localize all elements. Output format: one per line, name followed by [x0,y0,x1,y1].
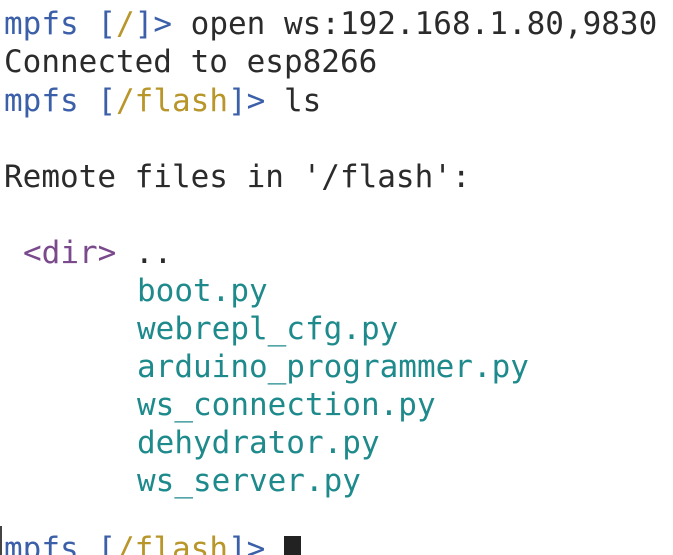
dir-entry: <dir> .. [23,234,172,272]
prompt-name: mpfs [4,83,79,119]
file-name: boot.py [137,273,268,309]
prompt-close-bracket: ]> [227,531,266,555]
command-text: open ws:192.168.1.80,9830 [190,6,658,42]
file-name: arduino_programmer.py [137,349,529,385]
file-name: ws_server.py [137,463,361,499]
prompt-close-bracket: ]> [227,83,266,119]
window-edge [0,526,2,555]
file-name: dehydrator.py [137,425,380,461]
file-item: dehydrator.py [137,424,380,462]
prompt-name: mpfs [4,531,79,555]
command-line-ls: mpfs [/flash]> ls [4,82,321,120]
prompt-path: / [116,6,135,42]
prompt-close-bracket: ]> [134,6,172,42]
prompt-open-bracket: [ [97,6,116,42]
command-text: ls [283,83,322,119]
output-connected: Connected to esp8266 [4,43,377,81]
file-name: webrepl_cfg.py [137,311,399,347]
output-text: Remote files in '/flash': [4,159,471,195]
command-line-open: mpfs [/]> open ws:192.168.1.80,9830 [4,5,657,43]
prompt-open-bracket: [ [97,83,116,119]
file-item: ws_connection.py [137,386,436,424]
file-item: arduino_programmer.py [137,348,529,386]
prompt-path: /flash [116,531,228,555]
file-item: webrepl_cfg.py [137,310,398,348]
file-item: ws_server.py [137,462,361,500]
text-cursor[interactable] [283,536,301,555]
file-name: ws_connection.py [137,387,436,423]
dir-tag: <dir> [23,235,117,271]
command-line-current[interactable]: mpfs [/flash]> [4,530,301,555]
file-item: boot.py [137,272,268,310]
dir-name: .. [135,235,173,271]
prompt-name: mpfs [4,6,79,42]
prompt-path: /flash [116,83,228,119]
prompt-open-bracket: [ [97,531,116,555]
output-text: Connected to esp8266 [4,44,378,80]
output-remote-files-header: Remote files in '/flash': [4,158,471,196]
